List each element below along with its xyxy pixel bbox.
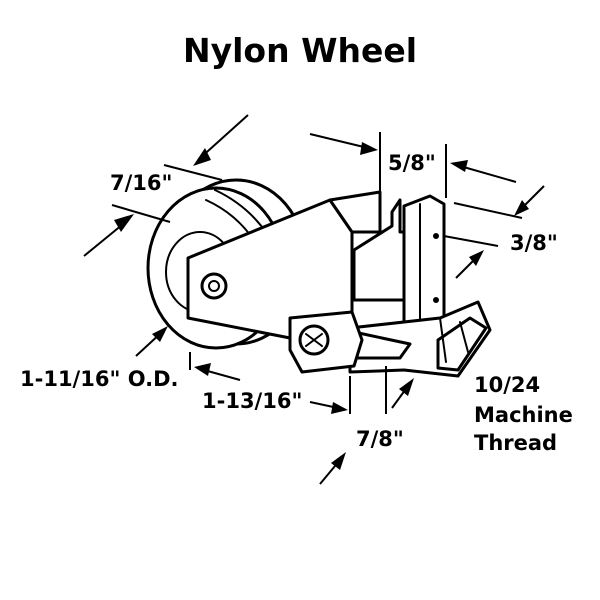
dim-overall-length: 1-13/16" xyxy=(202,389,302,413)
dimension-lines xyxy=(83,114,545,485)
housing-block xyxy=(352,194,446,354)
dim-height: 7/8" xyxy=(356,427,404,451)
dim-housing-width: 5/8" xyxy=(388,151,436,175)
adjustment-screw xyxy=(288,310,364,374)
diagram-title: Nylon Wheel xyxy=(183,31,417,70)
thread-note-line-2: Machine xyxy=(474,403,573,427)
roller-assembly-drawing xyxy=(146,178,492,378)
dim-wheel-width: 7/16" xyxy=(110,171,172,195)
mounting-hole-icon xyxy=(433,233,439,239)
thread-note-line-1: 10/24 xyxy=(474,373,540,397)
mounting-hole-icon xyxy=(433,297,439,303)
base-plate xyxy=(348,300,492,378)
dim-thread-offset: 3/8" xyxy=(510,231,558,255)
dim-wheel-diameter: 1-11/16" O.D. xyxy=(20,367,178,391)
dimension-labels: 7/16" 5/8" 3/8" 1-11/16" O.D. 1-13/16" 7… xyxy=(20,151,573,455)
thread-note-line-3: Thread xyxy=(474,431,557,455)
